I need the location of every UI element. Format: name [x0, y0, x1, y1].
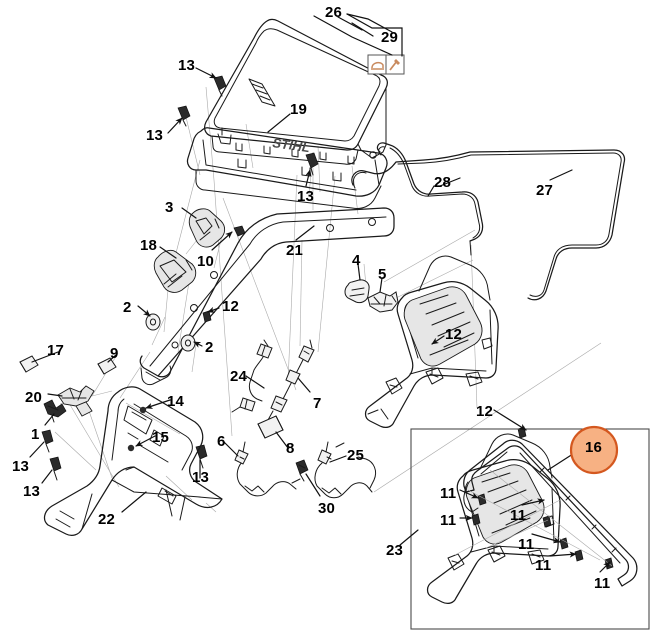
callout-11-f: 11 — [594, 575, 611, 592]
callout-9: 9 — [110, 345, 119, 362]
callout-11-c: 11 — [510, 507, 527, 524]
part-23-inset-box — [399, 428, 650, 630]
callout-3: 3 — [165, 199, 174, 216]
callout-21: 21 — [286, 242, 304, 259]
part-30-clip — [295, 459, 309, 482]
callout-11-e: 11 — [535, 557, 552, 574]
callout-12-b: 12 — [445, 326, 463, 343]
callout-2-a: 2 — [123, 299, 132, 316]
part-15-pin — [127, 444, 135, 452]
leader-lines — [29, 13, 611, 573]
callout-29: 29 — [381, 29, 399, 46]
callout-27: 27 — [536, 182, 554, 199]
part-3-lever — [188, 208, 226, 248]
part-20-linkage — [57, 385, 95, 417]
part-28-cable — [376, 142, 484, 256]
callout-13-c: 13 — [297, 188, 315, 205]
callout-12-a: 12 — [222, 298, 240, 315]
part-7-rod — [267, 339, 315, 421]
callout-1: 1 — [31, 426, 40, 443]
main-housing-assembly — [364, 255, 499, 428]
callout-13-e: 13 — [23, 483, 41, 500]
callout-6: 6 — [217, 433, 226, 450]
part-10-pin — [233, 225, 246, 237]
callout-30: 30 — [318, 500, 336, 517]
callout-16-highlight: 16 — [585, 439, 603, 456]
part-5-bracket — [367, 291, 399, 313]
callout-14: 14 — [167, 393, 185, 410]
callout-8: 8 — [286, 440, 295, 457]
highlight-circle-16[interactable] — [569, 425, 619, 475]
part-13-screws-lower — [41, 429, 208, 481]
part-1-clip — [43, 399, 67, 423]
callout-17: 17 — [47, 342, 65, 359]
callout-28: 28 — [434, 174, 452, 191]
callout-2-b: 2 — [205, 339, 214, 356]
callout-23: 23 — [386, 542, 404, 559]
part-6-spring-rod — [234, 441, 301, 497]
callout-11-a: 11 — [440, 485, 457, 502]
callout-18: 18 — [140, 237, 158, 254]
part-18-clamp — [153, 249, 197, 293]
callout-7: 7 — [313, 395, 322, 412]
part-27-wire-bail — [351, 149, 626, 301]
callout-13-b: 13 — [146, 127, 164, 144]
part-14-pin — [139, 406, 147, 414]
callout-22: 22 — [98, 511, 116, 528]
part-22-handle-bracket — [43, 386, 223, 536]
part-17-pin — [19, 355, 39, 373]
callout-19: 19 — [290, 101, 308, 118]
callout-11-d: 11 — [518, 536, 535, 553]
part-2-washers — [145, 313, 196, 352]
callout-11-b: 11 — [440, 512, 457, 529]
stihl-text: STIHL — [272, 135, 311, 155]
part-8-sleeve — [257, 415, 284, 439]
callout-13-a: 13 — [178, 57, 196, 74]
callout-25: 25 — [347, 447, 365, 464]
callout-13-d: 13 — [12, 458, 30, 475]
part-21-handle-tube — [139, 207, 395, 386]
stihl-wordmark: STIHL — [272, 135, 311, 155]
callout-10: 10 — [197, 253, 215, 270]
callout-4: 4 — [352, 252, 361, 269]
part-19-handle-console: STIHL — [186, 127, 388, 209]
callout-20: 20 — [25, 389, 43, 406]
inset-assembly — [426, 433, 638, 604]
part-25-spring-rod — [314, 441, 377, 499]
part-26-upper-handle — [204, 18, 388, 165]
callout-15: 15 — [152, 429, 170, 446]
part-24-cable — [231, 339, 273, 413]
callout-12-c: 12 — [476, 403, 494, 420]
part-29-icon-box[interactable] — [367, 54, 405, 75]
part-13-screws-top — [177, 75, 319, 176]
callout-26: 26 — [325, 4, 343, 21]
callout-24: 24 — [230, 368, 248, 385]
part-9-pin — [97, 357, 117, 375]
callout-13-f: 13 — [192, 469, 210, 486]
part-4-cap — [344, 279, 370, 304]
callout-5: 5 — [378, 266, 387, 283]
